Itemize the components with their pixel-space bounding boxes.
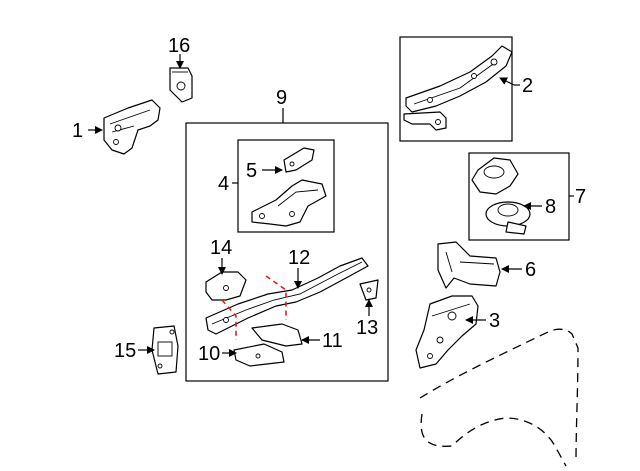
fender-outline [419, 328, 579, 463]
part-8-strut-mount [485, 201, 531, 235]
group-frame-4 [237, 139, 335, 233]
group-frame-2 [399, 36, 513, 142]
group-frame-9 [185, 122, 389, 382]
cut-line-front [221, 299, 237, 340]
callout-7: 7 [575, 186, 586, 208]
callout-3: 3 [489, 310, 500, 332]
callout-12: 12 [288, 247, 310, 269]
callout-6: 6 [525, 259, 536, 281]
part-2-rail [403, 45, 513, 131]
callout-5: 5 [246, 160, 257, 182]
part-6-side-panel [437, 241, 501, 289]
part-14-bracket [205, 271, 247, 301]
callout-8: 8 [545, 196, 556, 218]
part-13-clip [359, 279, 379, 301]
callout-15: 15 [114, 340, 136, 362]
callout-16: 16 [168, 35, 190, 57]
part-11-plate [251, 323, 303, 347]
part-5-bracket [283, 147, 315, 173]
part-4-reinforcement [251, 179, 327, 227]
part-3-wheelhouse [415, 295, 479, 369]
part-1-apron [103, 99, 161, 155]
callout-1: 1 [72, 120, 83, 142]
callout-10: 10 [198, 343, 220, 365]
callout-4: 4 [218, 173, 229, 195]
part-7-strut-housing [471, 157, 519, 195]
part-16-bracket [169, 67, 193, 103]
callout-2: 2 [522, 75, 533, 97]
leader-2b [499, 77, 515, 86]
fender-wheel-arch [420, 413, 567, 467]
callout-11: 11 [322, 330, 343, 352]
callout-14: 14 [210, 237, 232, 259]
part-12-frame-rail [205, 257, 369, 335]
callout-13: 13 [356, 317, 378, 339]
part-10-plate [233, 343, 285, 367]
part-15-mount-plate [151, 325, 179, 375]
callout-9: 9 [276, 87, 287, 109]
